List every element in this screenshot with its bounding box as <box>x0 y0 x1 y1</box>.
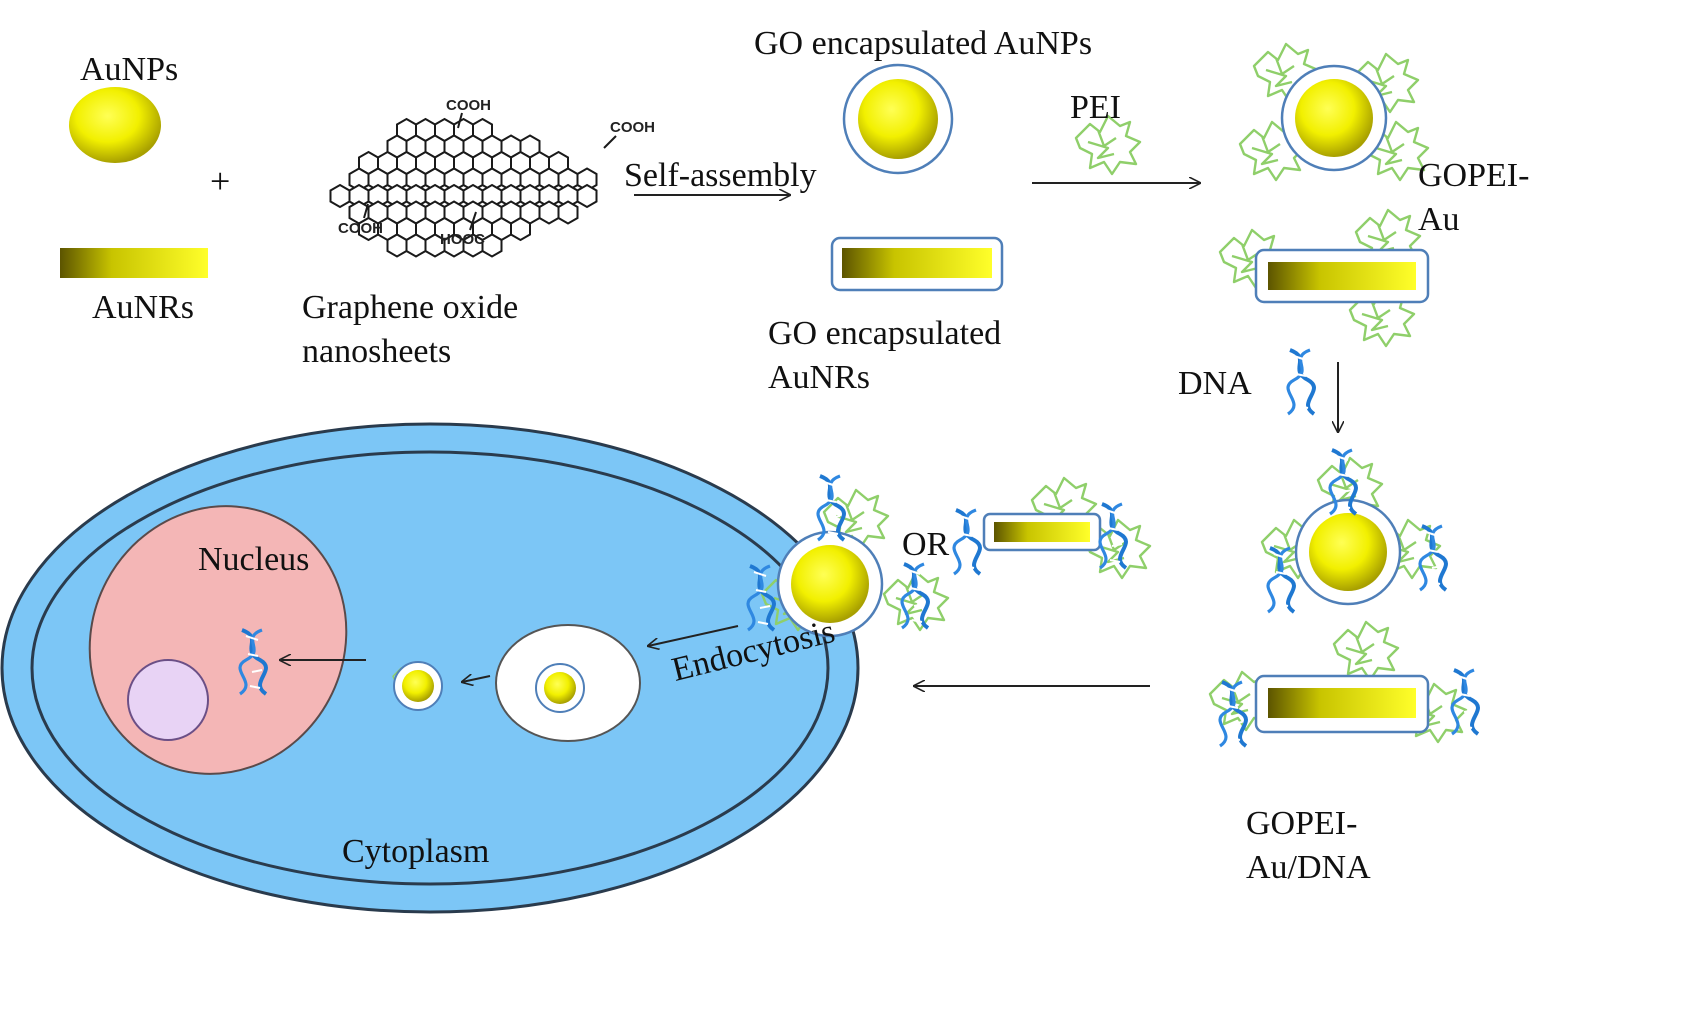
go-hex-ring <box>538 200 560 225</box>
label-nucleus: Nucleus <box>198 541 310 578</box>
label-go-line2: nanosheets <box>302 333 452 370</box>
endocytosis-arrow <box>648 625 739 646</box>
label-gopei-au-line1: GOPEI- <box>1418 157 1530 194</box>
cytoplasm-particle <box>392 661 443 711</box>
label-go-line1: Graphene oxide <box>302 289 519 326</box>
go-hex-ring <box>405 233 427 258</box>
aunr-rod <box>60 248 208 278</box>
go-aunr-core <box>842 248 992 278</box>
label-dna: DNA <box>1178 365 1252 402</box>
hooc-bottom: HOOC <box>440 231 485 248</box>
label-or: OR <box>902 526 950 563</box>
go-aunp-core <box>858 79 938 159</box>
membrane-particle <box>746 474 950 638</box>
endosome-particle <box>535 663 585 713</box>
nucleolus <box>127 659 209 741</box>
label-go-aunps: GO encapsulated AuNPs <box>754 25 1093 62</box>
gopei-au-sphere <box>1238 42 1430 182</box>
go-hex-ring <box>329 184 351 208</box>
gopei-audna-rod <box>1208 620 1480 748</box>
go-hex-ring <box>576 184 598 208</box>
label-go-aunrs-line2: AuNRs <box>768 359 871 396</box>
label-aunrs: AuNRs <box>92 289 195 326</box>
go-hex-ring <box>510 217 531 241</box>
label-gopei-audna-line1: GOPEI- <box>1246 805 1358 842</box>
label-gopei-audna-line2: Au/DNA <box>1246 849 1371 886</box>
go-hex-ring <box>386 233 408 258</box>
cooh-top: COOH <box>446 97 491 114</box>
label-pei: PEI <box>1070 89 1121 126</box>
dna-helix-icon <box>1286 348 1316 416</box>
label-plus: + <box>210 161 231 201</box>
or-rod-particle <box>952 476 1152 580</box>
label-aunps: AuNPs <box>80 51 179 88</box>
cooh-right: COOH <box>610 119 655 136</box>
aunp-sphere <box>69 87 161 163</box>
label-cytoplasm: Cytoplasm <box>342 833 490 870</box>
go-hex-ring <box>557 200 579 225</box>
go-hex-ring <box>481 233 503 258</box>
label-gopei-au-line2: Au <box>1418 201 1460 238</box>
gopei-audna-sphere <box>1260 448 1448 614</box>
label-go-aunrs-line1: GO encapsulated <box>768 315 1002 352</box>
cooh-bottom-left: COOH <box>338 220 383 237</box>
label-self-assembly: Self-assembly <box>624 157 817 194</box>
escape-arrow <box>462 676 491 682</box>
gopei-au-rod <box>1218 208 1430 348</box>
